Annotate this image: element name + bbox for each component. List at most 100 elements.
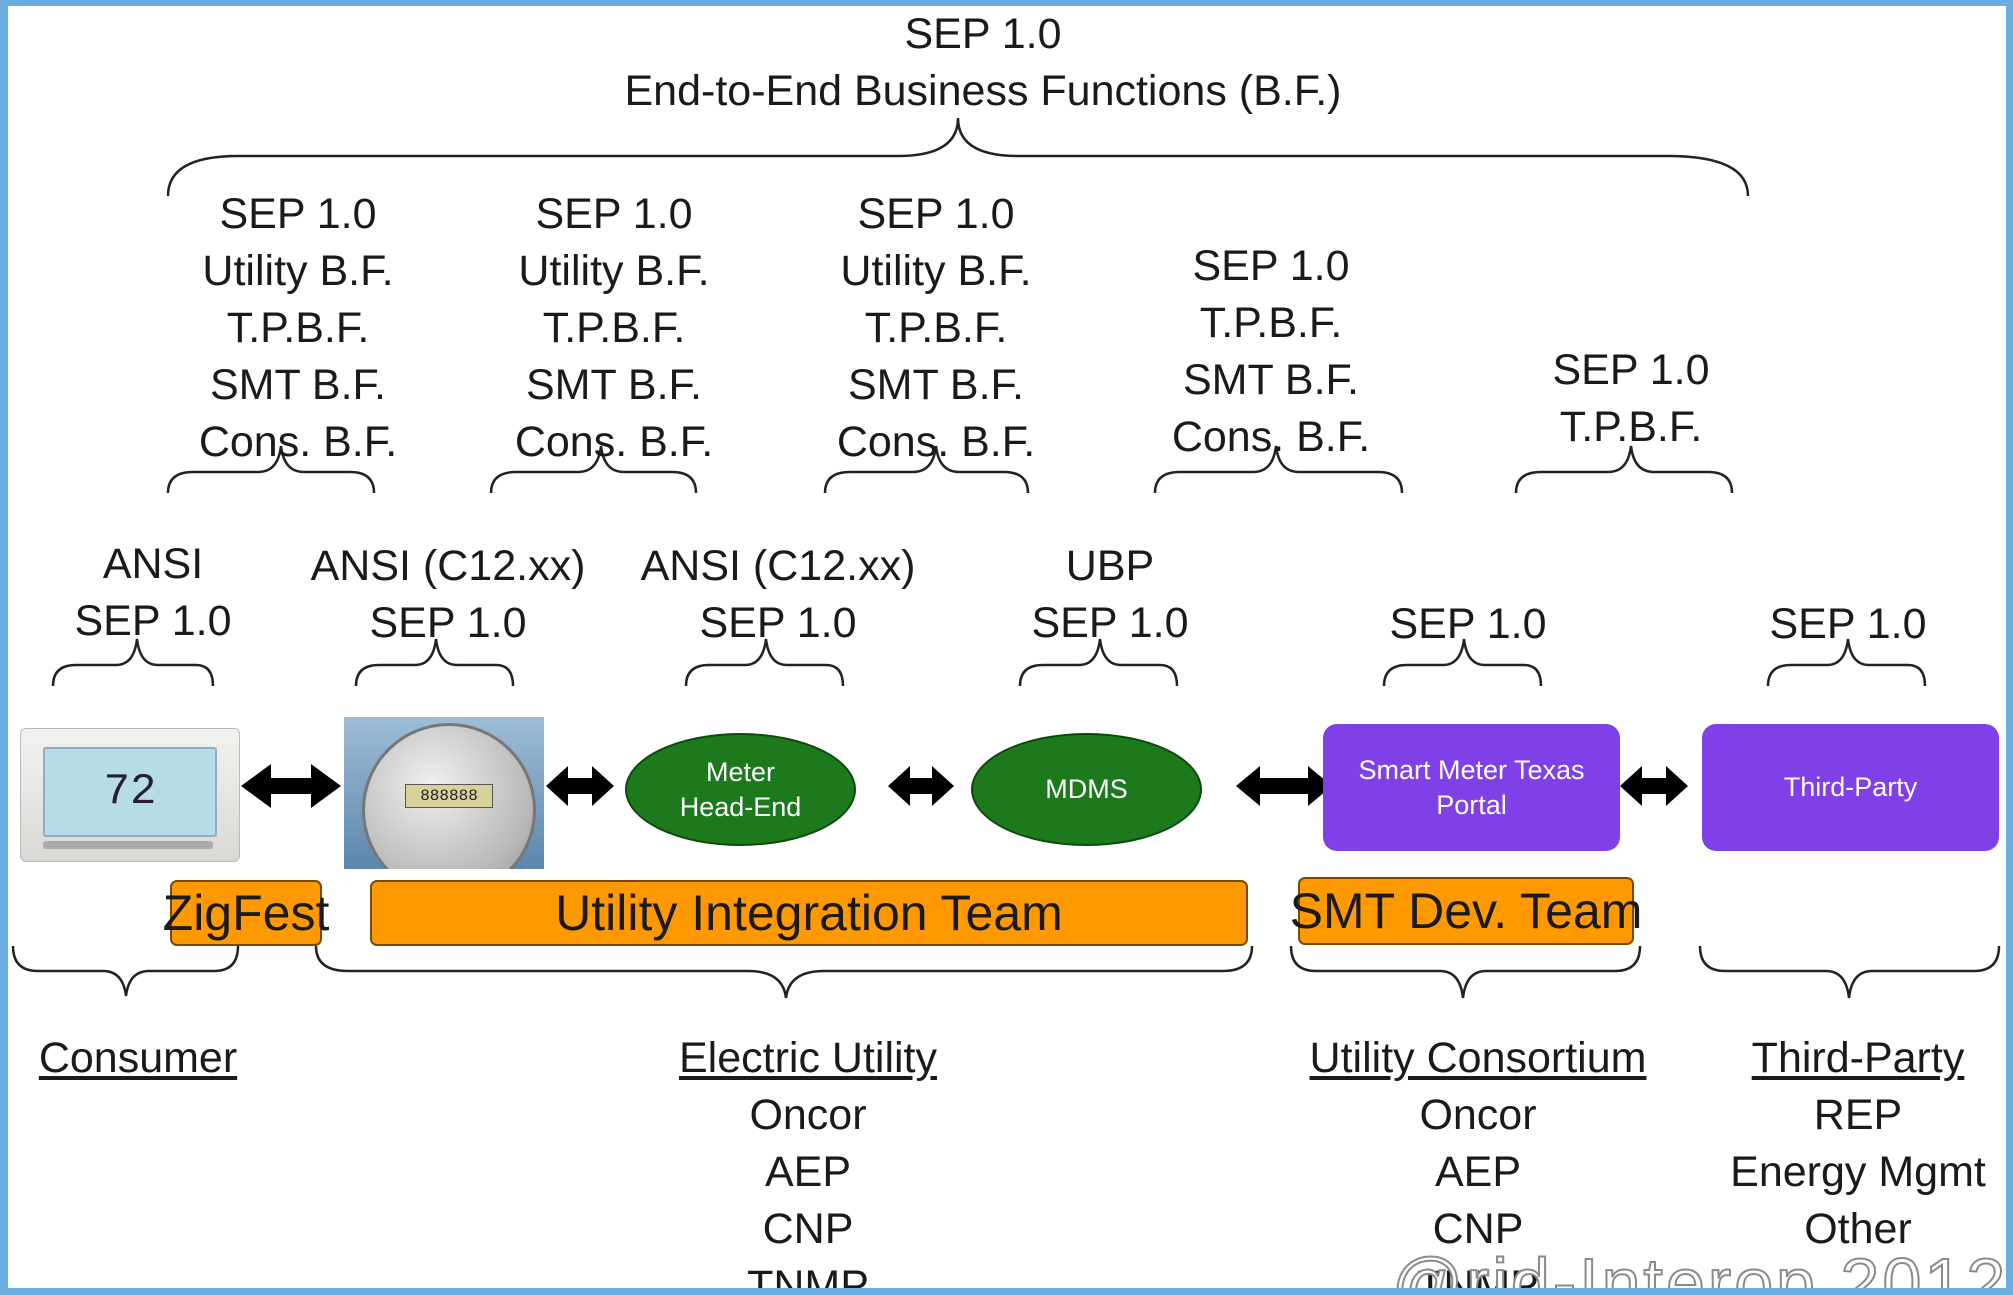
arrow-2 <box>546 766 614 806</box>
top-title: SEP 1.0 End-to-End Business Functions (B… <box>608 6 1358 120</box>
watermark-text: @rid-Interop 2012 <box>1391 1243 2006 1288</box>
utility-integration-team-box: Utility Integration Team <box>370 880 1248 946</box>
meter-lcd: 888888 <box>405 784 493 808</box>
thermostat-buttons <box>43 841 213 849</box>
electric-utility-item: Oncor <box>749 1091 867 1139</box>
third-party-item: Other <box>1804 1205 1912 1253</box>
smt-portal-line-1: Smart Meter Texas <box>1358 754 1585 785</box>
smt-portal-line-2: Portal <box>1436 789 1507 820</box>
bf-brace-5 <box>1514 445 1734 494</box>
smt-portal-node: Smart Meter Texas Portal <box>1323 724 1620 851</box>
consortium-title: Utility Consortium <box>1309 1034 1647 1082</box>
bf-line: T.P.B.F. <box>226 304 370 352</box>
consortium-item: AEP <box>1434 1148 1522 1196</box>
consumer-title: Consumer <box>38 1034 238 1082</box>
top-title-line-1: SEP 1.0 <box>904 10 1062 58</box>
consortium-item: Oncor <box>1419 1091 1537 1139</box>
protocol-line: ANSI <box>102 540 204 588</box>
proto-brace-1 <box>51 638 215 687</box>
category-utility-consortium: Utility Consortium Oncor AEP CNP TNMP <box>1288 1030 1668 1288</box>
zigfest-label: ZigFest <box>162 885 330 941</box>
bf-line: Cons. B.F. <box>514 418 714 466</box>
consortium-item: TNMP <box>1417 1262 1539 1288</box>
protocol-line: UBP <box>1065 542 1155 590</box>
bf-brace-1 <box>166 445 376 494</box>
bf-line: T.P.B.F. <box>864 304 1008 352</box>
bf-group-4: SEP 1.0 T.P.B.F. SMT B.F. Cons. B.F. <box>1131 238 1411 466</box>
bf-line: SEP 1.0 <box>219 190 377 238</box>
bf-line: Utility B.F. <box>518 247 710 295</box>
bf-line: T.P.B.F. <box>1559 403 1703 451</box>
bf-brace-4 <box>1153 445 1404 494</box>
electric-utility-item: TNMP <box>747 1262 869 1288</box>
electric-utility-brace <box>314 945 1254 999</box>
bf-line: SMT B.F. <box>209 361 386 409</box>
proto-brace-3 <box>684 638 845 687</box>
category-consumer: Consumer <box>8 1030 268 1087</box>
thermostat-reading: 72 <box>103 767 157 817</box>
protocol-label-3: ANSI (C12.xx) SEP 1.0 <box>628 538 928 652</box>
proto-brace-5 <box>1382 638 1543 687</box>
smt-dev-team-box: SMT Dev. Team <box>1290 877 1642 945</box>
bf-line: T.P.B.F. <box>1199 299 1343 347</box>
bf-line: SEP 1.0 <box>1192 242 1350 290</box>
protocol-label-2: ANSI (C12.xx) SEP 1.0 <box>298 538 598 652</box>
protocol-line: ANSI (C12.xx) <box>310 542 586 590</box>
electric-meter-image: 888888 <box>344 717 544 869</box>
protocol-label-6: SEP 1.0 <box>1698 596 1998 653</box>
brace-layer <box>11 117 2001 999</box>
top-brace <box>166 117 1750 197</box>
arrow-3 <box>888 766 954 806</box>
category-electric-utility: Electric Utility Oncor AEP CNP TNMP <box>638 1030 978 1288</box>
proto-brace-4 <box>1018 638 1179 687</box>
protocol-label-5: SEP 1.0 <box>1318 596 1618 653</box>
third-party-brace <box>1698 945 2001 999</box>
bf-line: SEP 1.0 <box>535 190 693 238</box>
protocol-line: ANSI (C12.xx) <box>640 542 916 590</box>
bf-line: Cons. B.F. <box>836 418 1036 466</box>
bf-brace-2 <box>489 445 698 494</box>
third-party-title: Third-Party <box>1751 1034 1965 1082</box>
electric-utility-item: CNP <box>762 1205 854 1253</box>
proto-brace-2 <box>354 638 515 687</box>
top-title-line-2: End-to-End Business Functions (B.F.) <box>624 67 1342 115</box>
bf-brace-3 <box>823 445 1030 494</box>
meter-glass: 888888 <box>362 723 536 869</box>
meter-headend-line-2: Head-End <box>679 791 802 822</box>
bf-line: SEP 1.0 <box>1552 346 1710 394</box>
bf-line: Utility B.F. <box>202 247 394 295</box>
zigfest-team-box: ZigFest <box>163 880 329 946</box>
protocol-line: SEP 1.0 <box>369 599 527 647</box>
protocol-line: SEP 1.0 <box>1031 599 1189 647</box>
watermark: @rid-Interop 2012 <box>1391 1243 2006 1288</box>
protocol-label-1: ANSI SEP 1.0 <box>28 536 278 650</box>
mdms-label: MDMS <box>1045 774 1128 804</box>
consortium-item: CNP <box>1432 1205 1524 1253</box>
thermostat-screen: 72 <box>43 747 217 837</box>
protocol-line: SEP 1.0 <box>1769 600 1927 648</box>
protocol-line: SEP 1.0 <box>1389 600 1547 648</box>
bf-line: Cons. B.F. <box>198 418 398 466</box>
bf-line: Cons. B.F. <box>1171 413 1371 461</box>
bf-line: T.P.B.F. <box>542 304 686 352</box>
protocol-line: SEP 1.0 <box>74 597 232 645</box>
bf-line: SMT B.F. <box>847 361 1024 409</box>
smt-dev-label: SMT Dev. Team <box>1289 883 1643 939</box>
protocol-label-4: UBP SEP 1.0 <box>960 538 1260 652</box>
mdms-node: MDMS <box>971 733 1202 846</box>
meter-reading: 888888 <box>420 787 478 805</box>
bf-group-5: SEP 1.0 T.P.B.F. <box>1491 342 1771 456</box>
bf-group-3: SEP 1.0 Utility B.F. T.P.B.F. SMT B.F. C… <box>796 186 1076 471</box>
third-party-item: REP <box>1813 1091 1903 1139</box>
electric-utility-title: Electric Utility <box>678 1034 938 1082</box>
electric-utility-item: AEP <box>764 1148 852 1196</box>
protocol-line: SEP 1.0 <box>699 599 857 647</box>
consumer-brace <box>11 945 240 997</box>
proto-brace-6 <box>1766 638 1927 687</box>
thermostat-image: 72 <box>20 728 240 862</box>
utility-integration-label: Utility Integration Team <box>555 885 1063 941</box>
bf-line: SMT B.F. <box>525 361 702 409</box>
bf-line: Utility B.F. <box>840 247 1032 295</box>
category-third-party: Third-Party REP Energy Mgmt Other <box>1708 1030 2006 1258</box>
bf-group-1: SEP 1.0 Utility B.F. T.P.B.F. SMT B.F. C… <box>158 186 438 471</box>
